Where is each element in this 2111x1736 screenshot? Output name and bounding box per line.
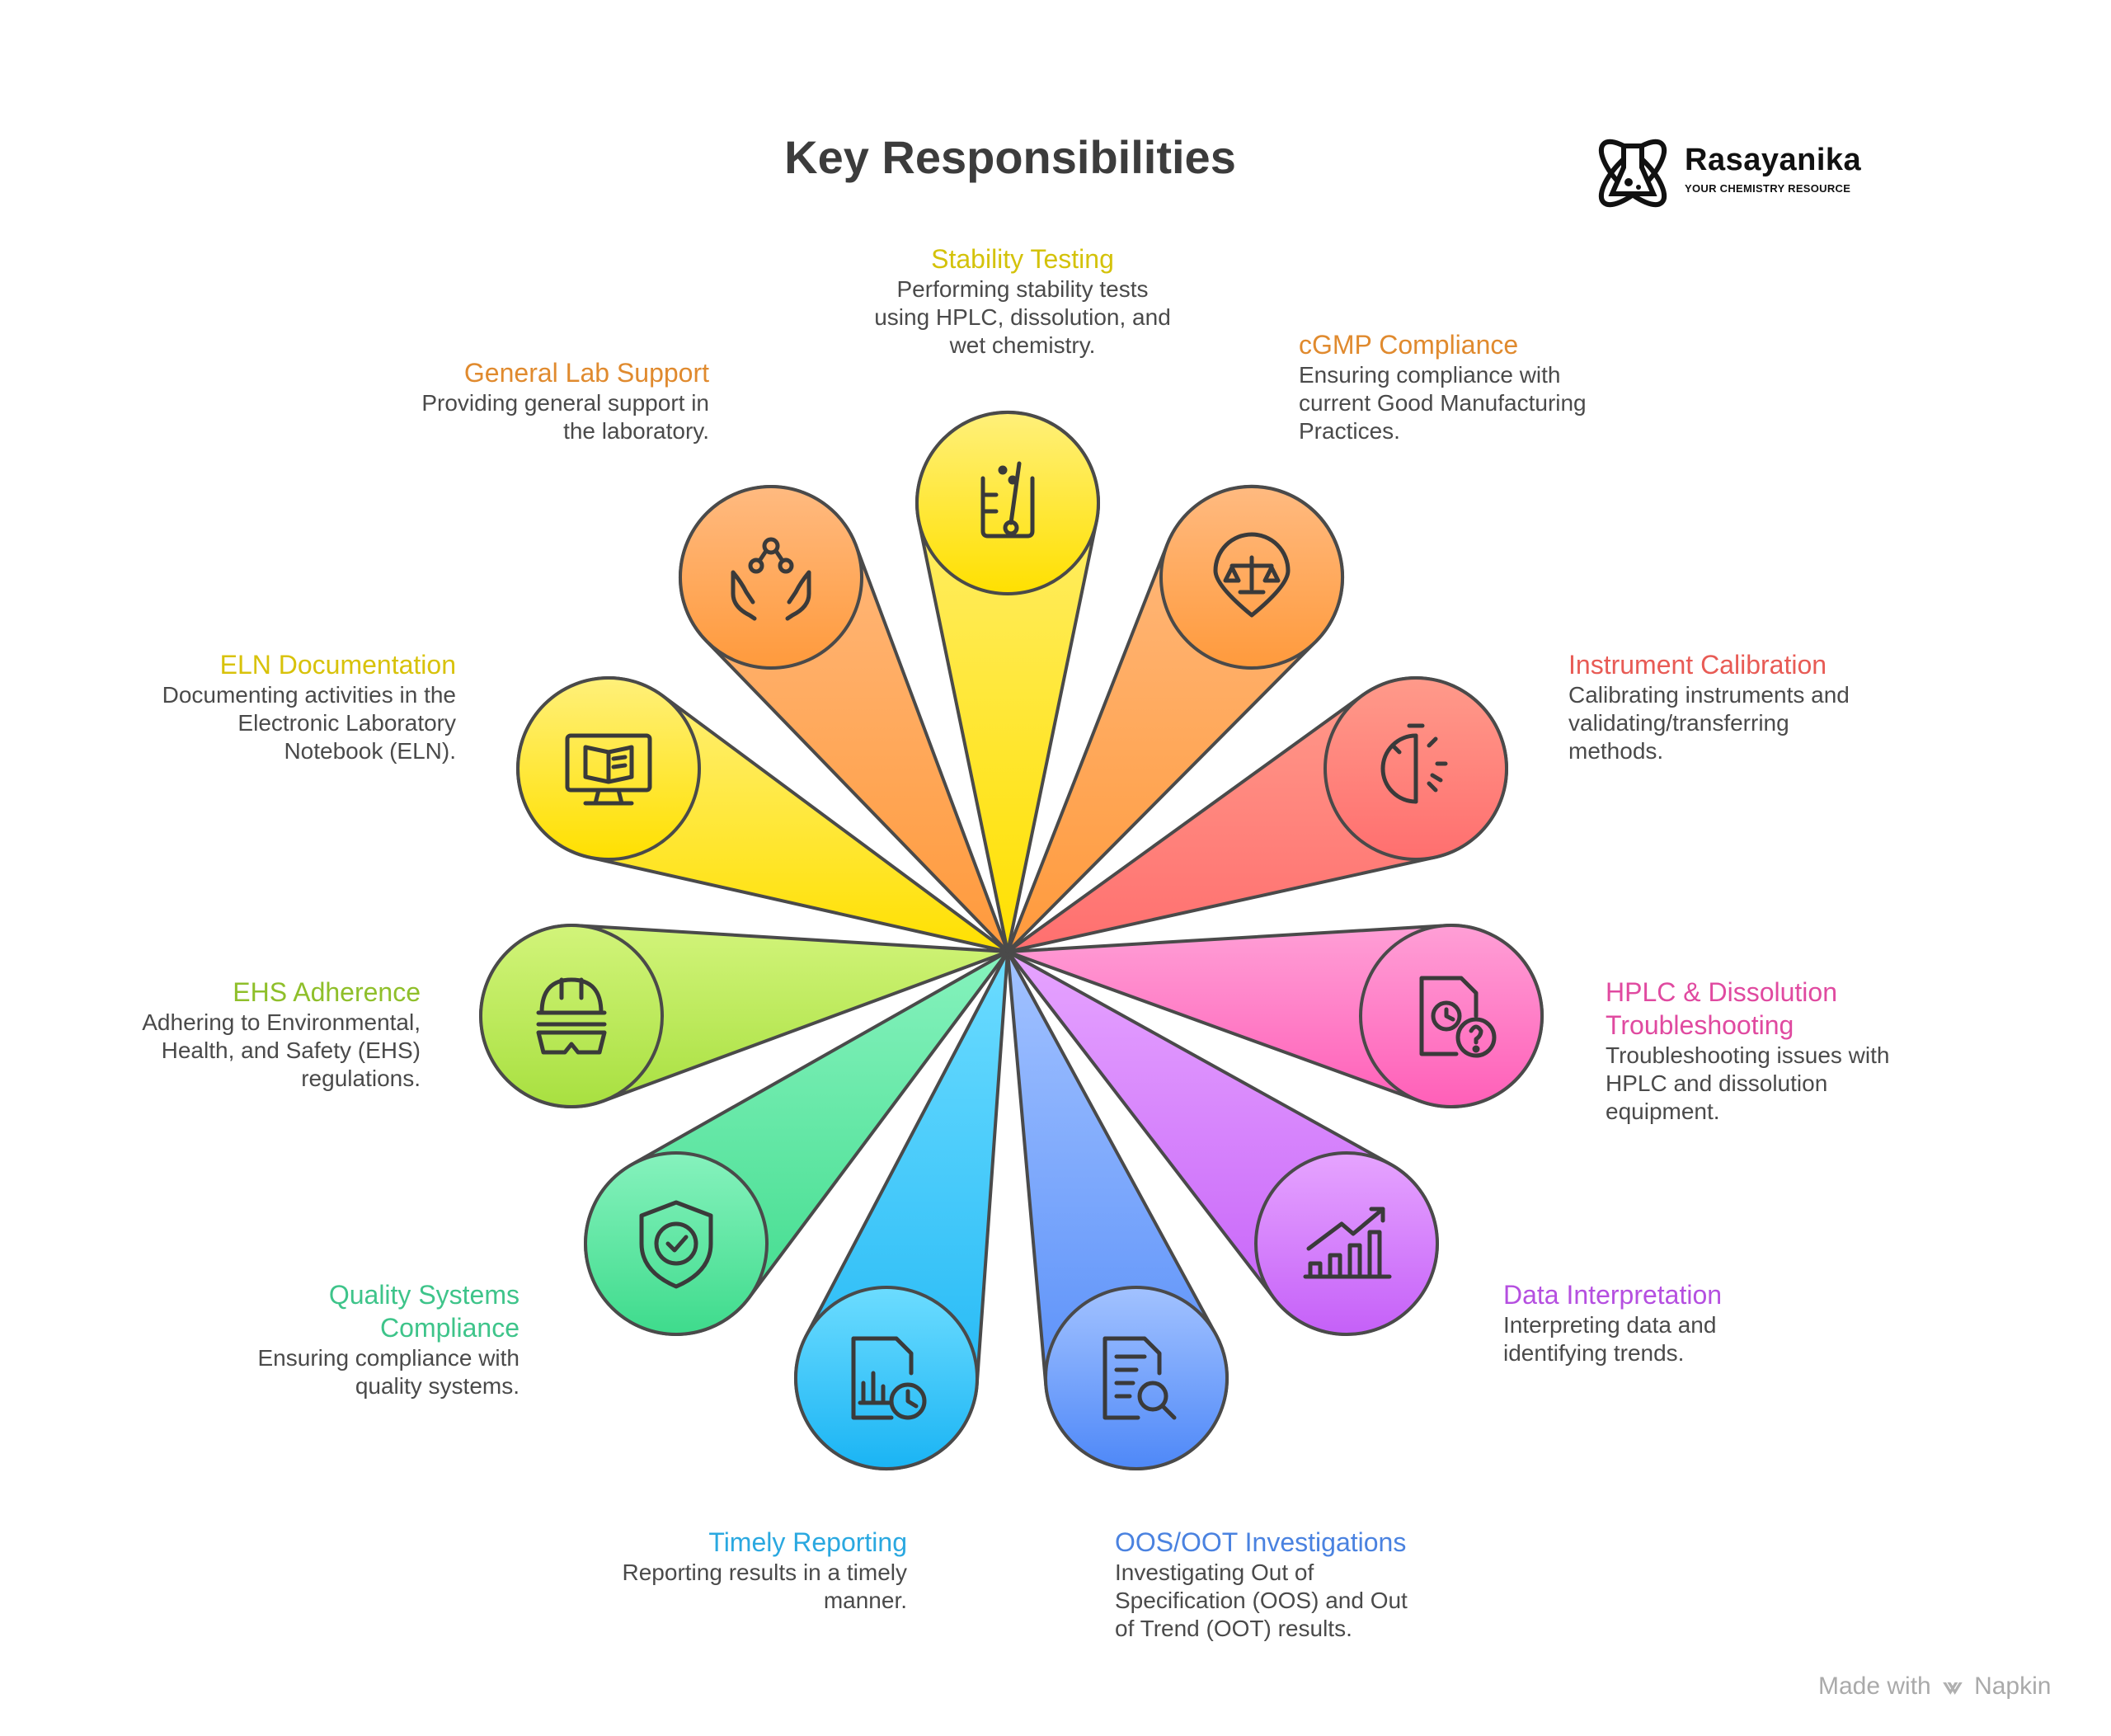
item-oos-oot-investigations: OOS/OOT Investigations Investigating Out… <box>1115 1526 1478 1643</box>
item-desc-line: Performing stability tests <box>896 276 1149 302</box>
rasayanika-logo: Rasayanika YOUR CHEMISTRY RESOURCE <box>1587 128 1884 214</box>
petal-oos-oot-investigations <box>1006 950 1229 1470</box>
item-desc-line: validating/transferring <box>1568 710 1789 736</box>
petal-eln-documentation <box>516 676 1009 953</box>
petal-circle <box>1254 1151 1439 1336</box>
item-desc-line: of Trend (OOT) results. <box>1115 1616 1352 1641</box>
hardhat-goggles-icon <box>536 977 607 1055</box>
stopwatch-icon <box>1380 723 1448 804</box>
item-desc-line: manner. <box>823 1588 907 1613</box>
petal-circle <box>584 1151 769 1336</box>
item-stability-testing: Stability Testing Performing stability t… <box>858 242 1187 360</box>
report-clock-icon <box>851 1336 927 1420</box>
item-desc-line: quality systems. <box>355 1373 520 1399</box>
item-desc-line: Documenting activities in the <box>162 682 456 708</box>
petal-cgmp-compliance <box>1006 484 1345 953</box>
logo-name: Rasayanika <box>1685 143 1862 177</box>
petal-circle <box>1359 924 1544 1108</box>
item-title: Data Interpretation <box>1503 1280 1723 1310</box>
item-title-line: Compliance <box>380 1313 520 1343</box>
petal-ehs-adherence <box>479 924 1009 1108</box>
made-with-napkin: Made with ⩖ Napkin <box>1818 1672 2051 1701</box>
item-title: OOS/OOT Investigations <box>1115 1527 1407 1557</box>
item-general-lab-support: General Lab Support Providing general su… <box>363 356 709 445</box>
item-desc-line: using HPLC, dissolution, and <box>874 304 1171 330</box>
item-title: cGMP Compliance <box>1299 330 1519 360</box>
petal-stability-testing <box>915 410 1100 953</box>
item-quality-systems-compliance: Quality Systems Compliance Ensuring comp… <box>173 1278 520 1400</box>
beaker-icon <box>980 461 1035 539</box>
item-timely-reporting: Timely Reporting Reporting results in a … <box>561 1526 907 1615</box>
atom-flask-icon <box>1598 139 1667 208</box>
petal-circle <box>1044 1286 1229 1470</box>
petal-circle <box>679 485 863 670</box>
item-desc-line: Health, and Safety (EHS) <box>161 1037 421 1063</box>
petal-data-interpretation <box>1006 950 1439 1336</box>
item-desc-line: Electronic Laboratory <box>237 710 456 736</box>
item-desc-line: Practices. <box>1299 418 1400 444</box>
item-desc-line: Interpreting data and <box>1503 1312 1717 1338</box>
item-data-interpretation: Data Interpretation Interpreting data an… <box>1503 1278 1850 1367</box>
document-search-icon <box>1103 1336 1177 1420</box>
computer-book-icon <box>565 733 652 806</box>
item-title-line: Quality Systems <box>328 1280 520 1310</box>
item-desc-line: current Good Manufacturing <box>1299 390 1587 416</box>
item-desc-line: Notebook (ELN). <box>284 738 456 764</box>
item-title: Stability Testing <box>931 244 1114 274</box>
item-desc-line: Reporting results in a timely <box>622 1560 907 1585</box>
item-title: General Lab Support <box>463 358 709 388</box>
petal-circle <box>479 924 664 1108</box>
item-desc-line: regulations. <box>301 1066 421 1091</box>
item-cgmp-compliance: cGMP Compliance Ensuring compliance with… <box>1299 328 1645 445</box>
trend-chart-icon <box>1303 1207 1392 1279</box>
petal-quality-systems-compliance <box>584 950 1009 1336</box>
logo-tagline: YOUR CHEMISTRY RESOURCE <box>1685 182 1851 195</box>
item-desc-line: equipment. <box>1606 1099 1720 1124</box>
balance-scale-icon <box>1213 532 1291 618</box>
item-eln-documentation: ELN Documentation Documenting activities… <box>110 648 456 765</box>
item-desc-line: Investigating Out of <box>1115 1560 1314 1585</box>
petal-circle <box>794 1286 979 1470</box>
item-desc-line: wet chemistry. <box>949 332 1096 358</box>
item-title-line: Troubleshooting <box>1606 1010 1794 1040</box>
item-instrument-calibration: Instrument Calibration Calibrating instr… <box>1568 648 1915 765</box>
item-hplc-troubleshooting: HPLC & Dissolution Troubleshooting Troub… <box>1606 976 1952 1126</box>
hands-network-icon <box>731 537 811 621</box>
item-desc-line: HPLC and dissolution <box>1606 1070 1828 1096</box>
item-desc-line: methods. <box>1568 738 1664 764</box>
petal-instrument-calibration <box>1006 675 1508 953</box>
footer-brand: Napkin <box>1974 1672 2052 1700</box>
item-title: EHS Adherence <box>233 977 421 1007</box>
item-desc-line: Providing general support in <box>421 390 709 416</box>
item-desc-line: Calibrating instruments and <box>1568 682 1850 708</box>
footer-prefix: Made with <box>1818 1672 1931 1700</box>
item-title: ELN Documentation <box>219 650 456 680</box>
item-desc-line: Ensuring compliance with <box>257 1345 520 1371</box>
item-title: Timely Reporting <box>708 1527 907 1557</box>
petal-general-lab-support <box>678 485 1009 953</box>
item-title: Instrument Calibration <box>1568 650 1827 680</box>
shield-check-icon <box>639 1200 713 1289</box>
item-desc-line: Adhering to Environmental, <box>142 1009 421 1035</box>
item-desc-line: the laboratory. <box>563 418 709 444</box>
napkin-icon: ⩖ <box>1943 1672 1963 1700</box>
petal-timely-reporting <box>793 950 1009 1471</box>
item-title-line: HPLC & Dissolution <box>1606 977 1837 1007</box>
document-question-icon <box>1419 976 1497 1058</box>
petal-hplc-dissolution-troubleshooting <box>1006 924 1544 1108</box>
petal-circle <box>915 411 1100 595</box>
item-desc-line: Specification (OOS) and Out <box>1115 1588 1408 1613</box>
item-desc-line: Troubleshooting issues with <box>1606 1042 1890 1068</box>
page-title: Key Responsibilities <box>784 131 1236 183</box>
item-desc-line: Ensuring compliance with <box>1299 362 1561 388</box>
item-ehs-adherence: EHS Adherence Adhering to Environmental,… <box>74 976 421 1093</box>
item-desc-line: identifying trends. <box>1503 1340 1685 1366</box>
